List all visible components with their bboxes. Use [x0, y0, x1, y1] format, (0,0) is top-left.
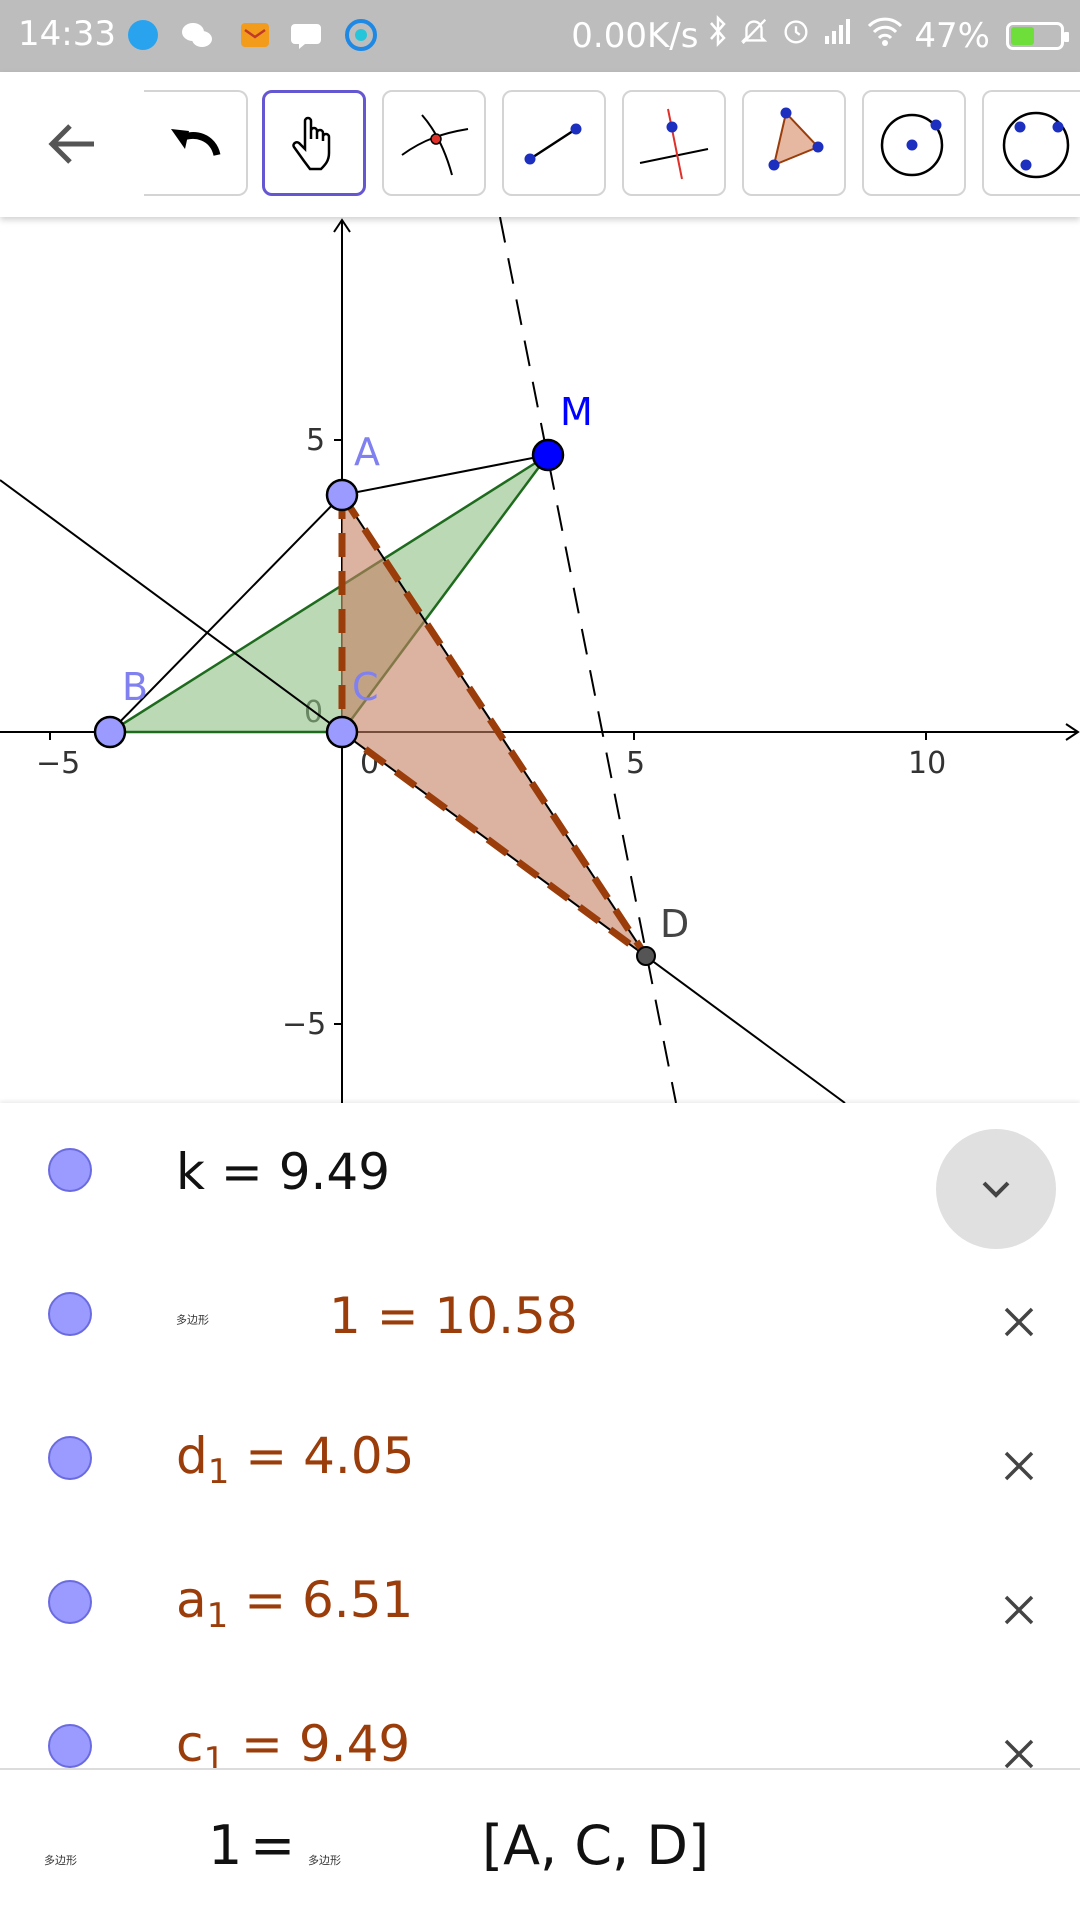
point-label-a: A: [354, 430, 380, 474]
input-bar[interactable]: 多边形 1 = 多边形 [A, C, D]: [0, 1768, 1080, 1922]
algebra-row[interactable]: d1 = 4.05: [0, 1391, 1080, 1535]
algebra-row[interactable]: c1 = 9.49: [0, 1679, 1080, 1768]
algebra-expression[interactable]: d1 = 4.05: [176, 1427, 415, 1492]
visibility-toggle[interactable]: [48, 1436, 92, 1480]
algebra-row[interactable]: a1 = 6.51: [0, 1535, 1080, 1679]
input-args[interactable]: [A, C, D]: [482, 1814, 710, 1877]
geometry-canvas[interactable]: −5 0 5 10 5 0 −5 A B C M D: [0, 217, 1080, 1103]
input-command: 多边形: [308, 1854, 341, 1867]
y-tick-label: −5: [282, 1007, 326, 1042]
algebra-expression[interactable]: k = 9.49: [176, 1143, 391, 1201]
segment-tool-button[interactable]: [502, 90, 606, 196]
graphics-view[interactable]: −5 0 5 10 5 0 −5 A B C M D: [0, 217, 1080, 1103]
x-tick-label: 5: [626, 746, 645, 781]
dashed-line[interactable]: [499, 217, 677, 1103]
status-time: 14:33: [18, 14, 116, 54]
mute-icon: [738, 15, 770, 56]
point-c[interactable]: [325, 715, 359, 749]
wifi-icon: [866, 14, 904, 57]
signal-icon: [822, 14, 856, 57]
algebra-row[interactable]: k = 9.49: [0, 1103, 1080, 1249]
undo-button[interactable]: [144, 90, 248, 196]
x-tick-label: 10: [908, 746, 946, 781]
chevron-down-icon: [982, 1181, 1010, 1198]
app-icon: [344, 18, 378, 52]
visibility-toggle[interactable]: [48, 1724, 92, 1768]
chat-icon: [290, 18, 324, 52]
qq-icon: [126, 18, 160, 52]
delete-icon[interactable]: [996, 1443, 1042, 1489]
point-d[interactable]: [636, 946, 656, 966]
visibility-toggle[interactable]: [48, 1148, 92, 1192]
bluetooth-icon: [708, 14, 728, 57]
delete-icon[interactable]: [996, 1299, 1042, 1345]
segment-ab[interactable]: [109, 494, 343, 733]
collapse-button[interactable]: [936, 1129, 1056, 1249]
delete-icon[interactable]: [996, 1731, 1042, 1768]
polygon-brown-outline: [338, 483, 649, 959]
algebra-expression[interactable]: c1 = 9.49: [176, 1715, 411, 1768]
algebra-expression[interactable]: a1 = 6.51: [176, 1571, 414, 1636]
hand-icon: [292, 116, 331, 171]
visibility-toggle[interactable]: [48, 1292, 92, 1336]
intersect-icon: [401, 114, 469, 176]
line-cd[interactable]: [0, 479, 846, 1103]
circle-tool-button[interactable]: [862, 90, 966, 196]
undo-icon: [171, 129, 221, 157]
mail-icon: [238, 18, 272, 52]
status-bar: 14:33 0.00K/s 47%: [0, 0, 1080, 72]
point-label-d: D: [660, 902, 689, 946]
move-tool-button[interactable]: [262, 90, 366, 196]
battery-fill: [1011, 26, 1034, 45]
perpendicular-bisector-tool-button[interactable]: [622, 90, 726, 196]
input-equals: =: [250, 1814, 296, 1877]
y-axis-arrow: [333, 218, 351, 233]
delete-icon[interactable]: [996, 1587, 1042, 1633]
polygon-tool-button[interactable]: [742, 90, 846, 196]
circle-three-points-icon: [1002, 111, 1070, 179]
point-m[interactable]: [531, 438, 565, 472]
input-prefix: 多边形: [44, 1854, 77, 1867]
battery-percent: 47%: [914, 15, 990, 56]
x-axis-arrow: [1065, 723, 1080, 741]
battery-charging-icon: [1006, 21, 1069, 50]
segment-icon: [524, 123, 582, 165]
back-arrow-icon[interactable]: [40, 112, 104, 176]
point-label-b: B: [122, 665, 148, 709]
polygon-icon: [768, 107, 824, 171]
circle-icon: [880, 113, 944, 177]
wechat-icon: [180, 18, 214, 52]
point-label-m: M: [560, 390, 593, 434]
status-right: 0.00K/s 47%: [571, 14, 1069, 57]
input-index: 1: [208, 1814, 243, 1877]
polygon-green[interactable]: [105, 453, 550, 734]
y-tick-label: 5: [306, 423, 325, 458]
network-speed: 0.00K/s: [571, 15, 699, 56]
toolbar: [0, 72, 1080, 217]
point-b[interactable]: [93, 715, 127, 749]
x-tick-label: −5: [36, 746, 80, 781]
intersect-tool-button[interactable]: [382, 90, 486, 196]
visibility-toggle[interactable]: [48, 1580, 92, 1624]
circle-three-points-tool-button[interactable]: [982, 90, 1080, 196]
alarm-icon: [780, 15, 812, 56]
segment-am[interactable]: [341, 454, 549, 496]
point-label-c: C: [352, 665, 379, 709]
perpendicular-bisector-icon: [639, 108, 709, 180]
point-a[interactable]: [325, 478, 359, 512]
